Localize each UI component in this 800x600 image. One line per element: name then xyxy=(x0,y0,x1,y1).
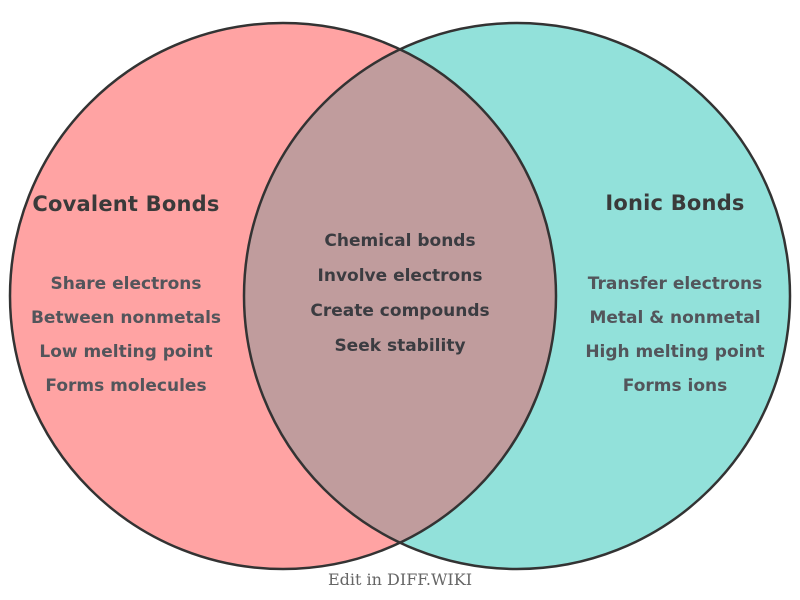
overlap-region xyxy=(243,49,557,543)
right-set-title: Ionic Bonds xyxy=(605,191,745,215)
edit-in-diffwiki-link[interactable]: Edit in DIFF.WIKI xyxy=(327,570,473,589)
list-item: Involve electrons xyxy=(317,266,483,286)
right-items-list: Transfer electrons Metal & nonmetal High… xyxy=(585,267,764,403)
list-item: Chemical bonds xyxy=(324,231,476,251)
left-items-list: Share electrons Between nonmetals Low me… xyxy=(31,267,221,403)
list-item: High melting point xyxy=(585,342,765,362)
overlap-items-list: Chemical bonds Involve electrons Create … xyxy=(310,224,489,364)
list-item: Seek stability xyxy=(334,336,466,356)
list-item: Forms ions xyxy=(622,376,728,396)
left-set-title: Covalent Bonds xyxy=(32,192,220,216)
left-circle-outline xyxy=(8,21,558,571)
list-item: Between nonmetals xyxy=(30,308,222,328)
list-item: Low melting point xyxy=(39,342,213,362)
list-item: Create compounds xyxy=(310,301,490,321)
list-item: Transfer electrons xyxy=(587,274,763,294)
list-item: Share electrons xyxy=(50,274,202,294)
list-item: Forms molecules xyxy=(45,376,207,396)
list-item: Metal & nonmetal xyxy=(589,308,761,328)
right-circle-outline xyxy=(242,21,792,571)
